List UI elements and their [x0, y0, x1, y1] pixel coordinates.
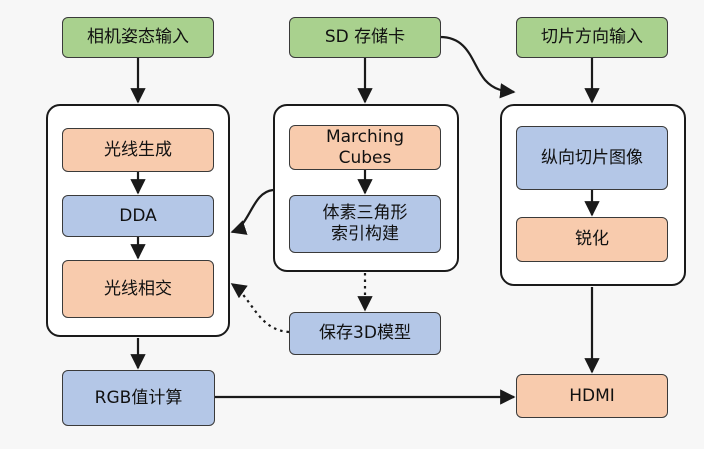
ray-generation-node: 光线生成	[62, 128, 214, 172]
marching-cubes-node: Marching Cubes	[289, 125, 441, 170]
hdmi-label: HDMI	[569, 385, 615, 406]
longitudinal-slice-image-label: 纵向切片图像	[541, 147, 643, 168]
rgb-compute-node: RGB值计算	[62, 370, 215, 426]
voxel-triangle-index-node: 体素三角形 索引构建	[289, 195, 441, 253]
ray-generation-label: 光线生成	[104, 139, 172, 160]
arrow-save-to-intersect	[230, 283, 290, 334]
marching-cubes-label: Marching Cubes	[325, 126, 405, 168]
arrow-sd-to-slice-group	[439, 35, 516, 99]
rgb-compute-label: RGB值计算	[94, 387, 183, 408]
save-3d-model-label: 保存3D模型	[319, 323, 411, 343]
camera-pose-input-node: 相机姿态输入	[62, 17, 214, 58]
ray-intersection-label: 光线相交	[104, 278, 172, 299]
save-3d-model-node: 保存3D模型	[289, 312, 441, 355]
ray-intersection-node: 光线相交	[62, 260, 214, 318]
longitudinal-slice-image-node: 纵向切片图像	[516, 126, 668, 190]
hdmi-node: HDMI	[516, 374, 668, 418]
dda-node: DDA	[62, 195, 214, 237]
sharpen-label: 锐化	[575, 229, 609, 249]
voxel-triangle-index-label: 体素三角形 索引构建	[322, 203, 408, 244]
dda-label: DDA	[119, 205, 157, 226]
arrow-mesh-group-to-dda	[230, 188, 274, 235]
sharpen-node: 锐化	[516, 217, 668, 262]
slice-direction-input-label: 切片方向输入	[541, 27, 643, 47]
sd-card-label: SD 存储卡	[324, 27, 406, 47]
camera-pose-input-label: 相机姿态输入	[87, 27, 189, 47]
slice-direction-input-node: 切片方向输入	[516, 17, 668, 58]
sd-card-node: SD 存储卡	[289, 17, 441, 58]
